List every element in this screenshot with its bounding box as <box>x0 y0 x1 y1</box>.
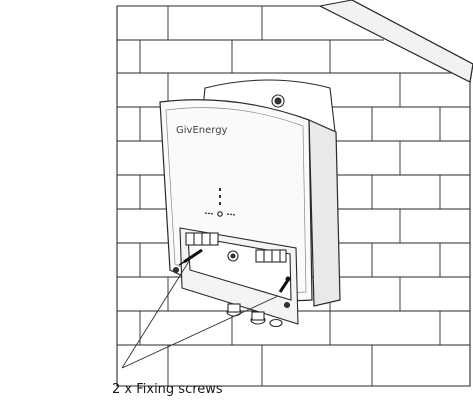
fixing-screw-right <box>278 276 291 293</box>
leader-lines <box>121 257 279 369</box>
brand-logo: GivEnergy <box>176 125 228 136</box>
fixing-screw-left <box>178 248 203 266</box>
fixing-screws-caption: 2 x Fixing screws <box>112 382 223 397</box>
